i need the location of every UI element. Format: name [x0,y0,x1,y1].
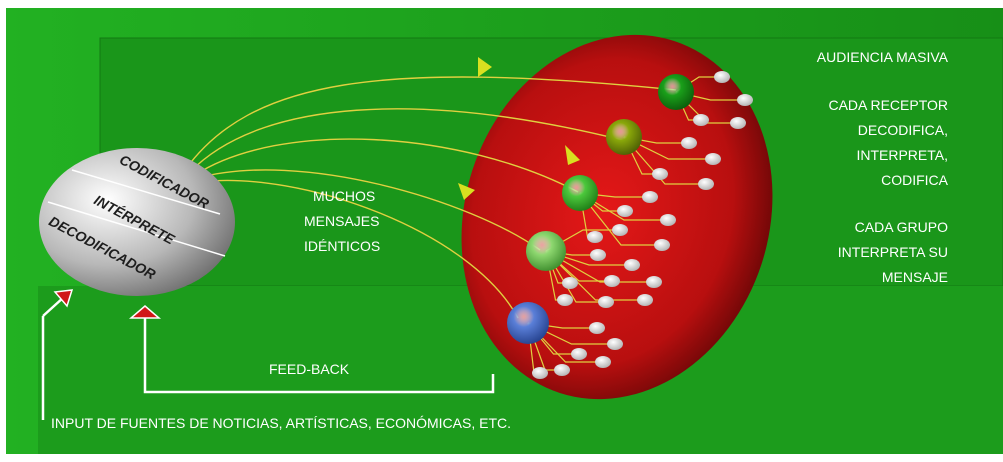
feedback-label: FEED-BACK [269,361,350,377]
audience-member-node [617,205,633,217]
group-text-line: MENSAJE [882,269,948,285]
receptor-text-line: CADA RECEPTOR [828,97,948,113]
audience-member-node [714,71,730,83]
audience-member-node [698,178,714,190]
audience-member-node [730,117,746,129]
audience-member-node [612,224,628,236]
audience-group-node [562,175,598,211]
audience-member-node [571,348,587,360]
audience-member-node [646,276,662,288]
audience-member-node [557,294,573,306]
group-text-line: INTERPRETA SU [838,244,948,260]
audience-member-node [654,239,670,251]
audience-member-node [705,153,721,165]
audience-member-node [604,275,620,287]
audience-member-node [589,322,605,334]
audience-member-node [642,191,658,203]
audience-group-node [606,119,642,155]
audience-member-node [554,364,570,376]
receptor-text-line: CODIFICA [881,172,949,188]
group-text-line: CADA GRUPO [855,219,948,235]
audience-member-node [652,168,668,180]
audience-member-node [660,214,676,226]
audience-member-node [598,296,614,308]
audience-member-node [624,259,640,271]
audience-member-node [607,338,623,350]
audience-member-node [590,249,606,261]
audience-member-node [693,114,709,126]
audience-group-node [507,302,549,344]
audience-member-node [681,137,697,149]
input-label: INPUT DE FUENTES DE NOTICIAS, ARTÍSTICAS… [51,415,511,431]
middle-label-line: MUCHOS [313,188,375,204]
audience-group-node [658,74,694,110]
audience-member-node [737,94,753,106]
middle-label-line: IDÉNTICOS [304,238,380,254]
audience-member-node [562,277,578,289]
audience-member-node [595,356,611,368]
audience-member-node [587,231,603,243]
audience-title: AUDIENCIA MASIVA [817,49,949,65]
audience-member-node [532,367,548,379]
receptor-text-line: INTERPRETA, [856,147,948,163]
receptor-text-line: DECODIFICA, [858,122,948,138]
audience-group-node [526,231,566,271]
middle-label-line: MENSAJES [304,213,379,229]
audience-member-node [637,294,653,306]
